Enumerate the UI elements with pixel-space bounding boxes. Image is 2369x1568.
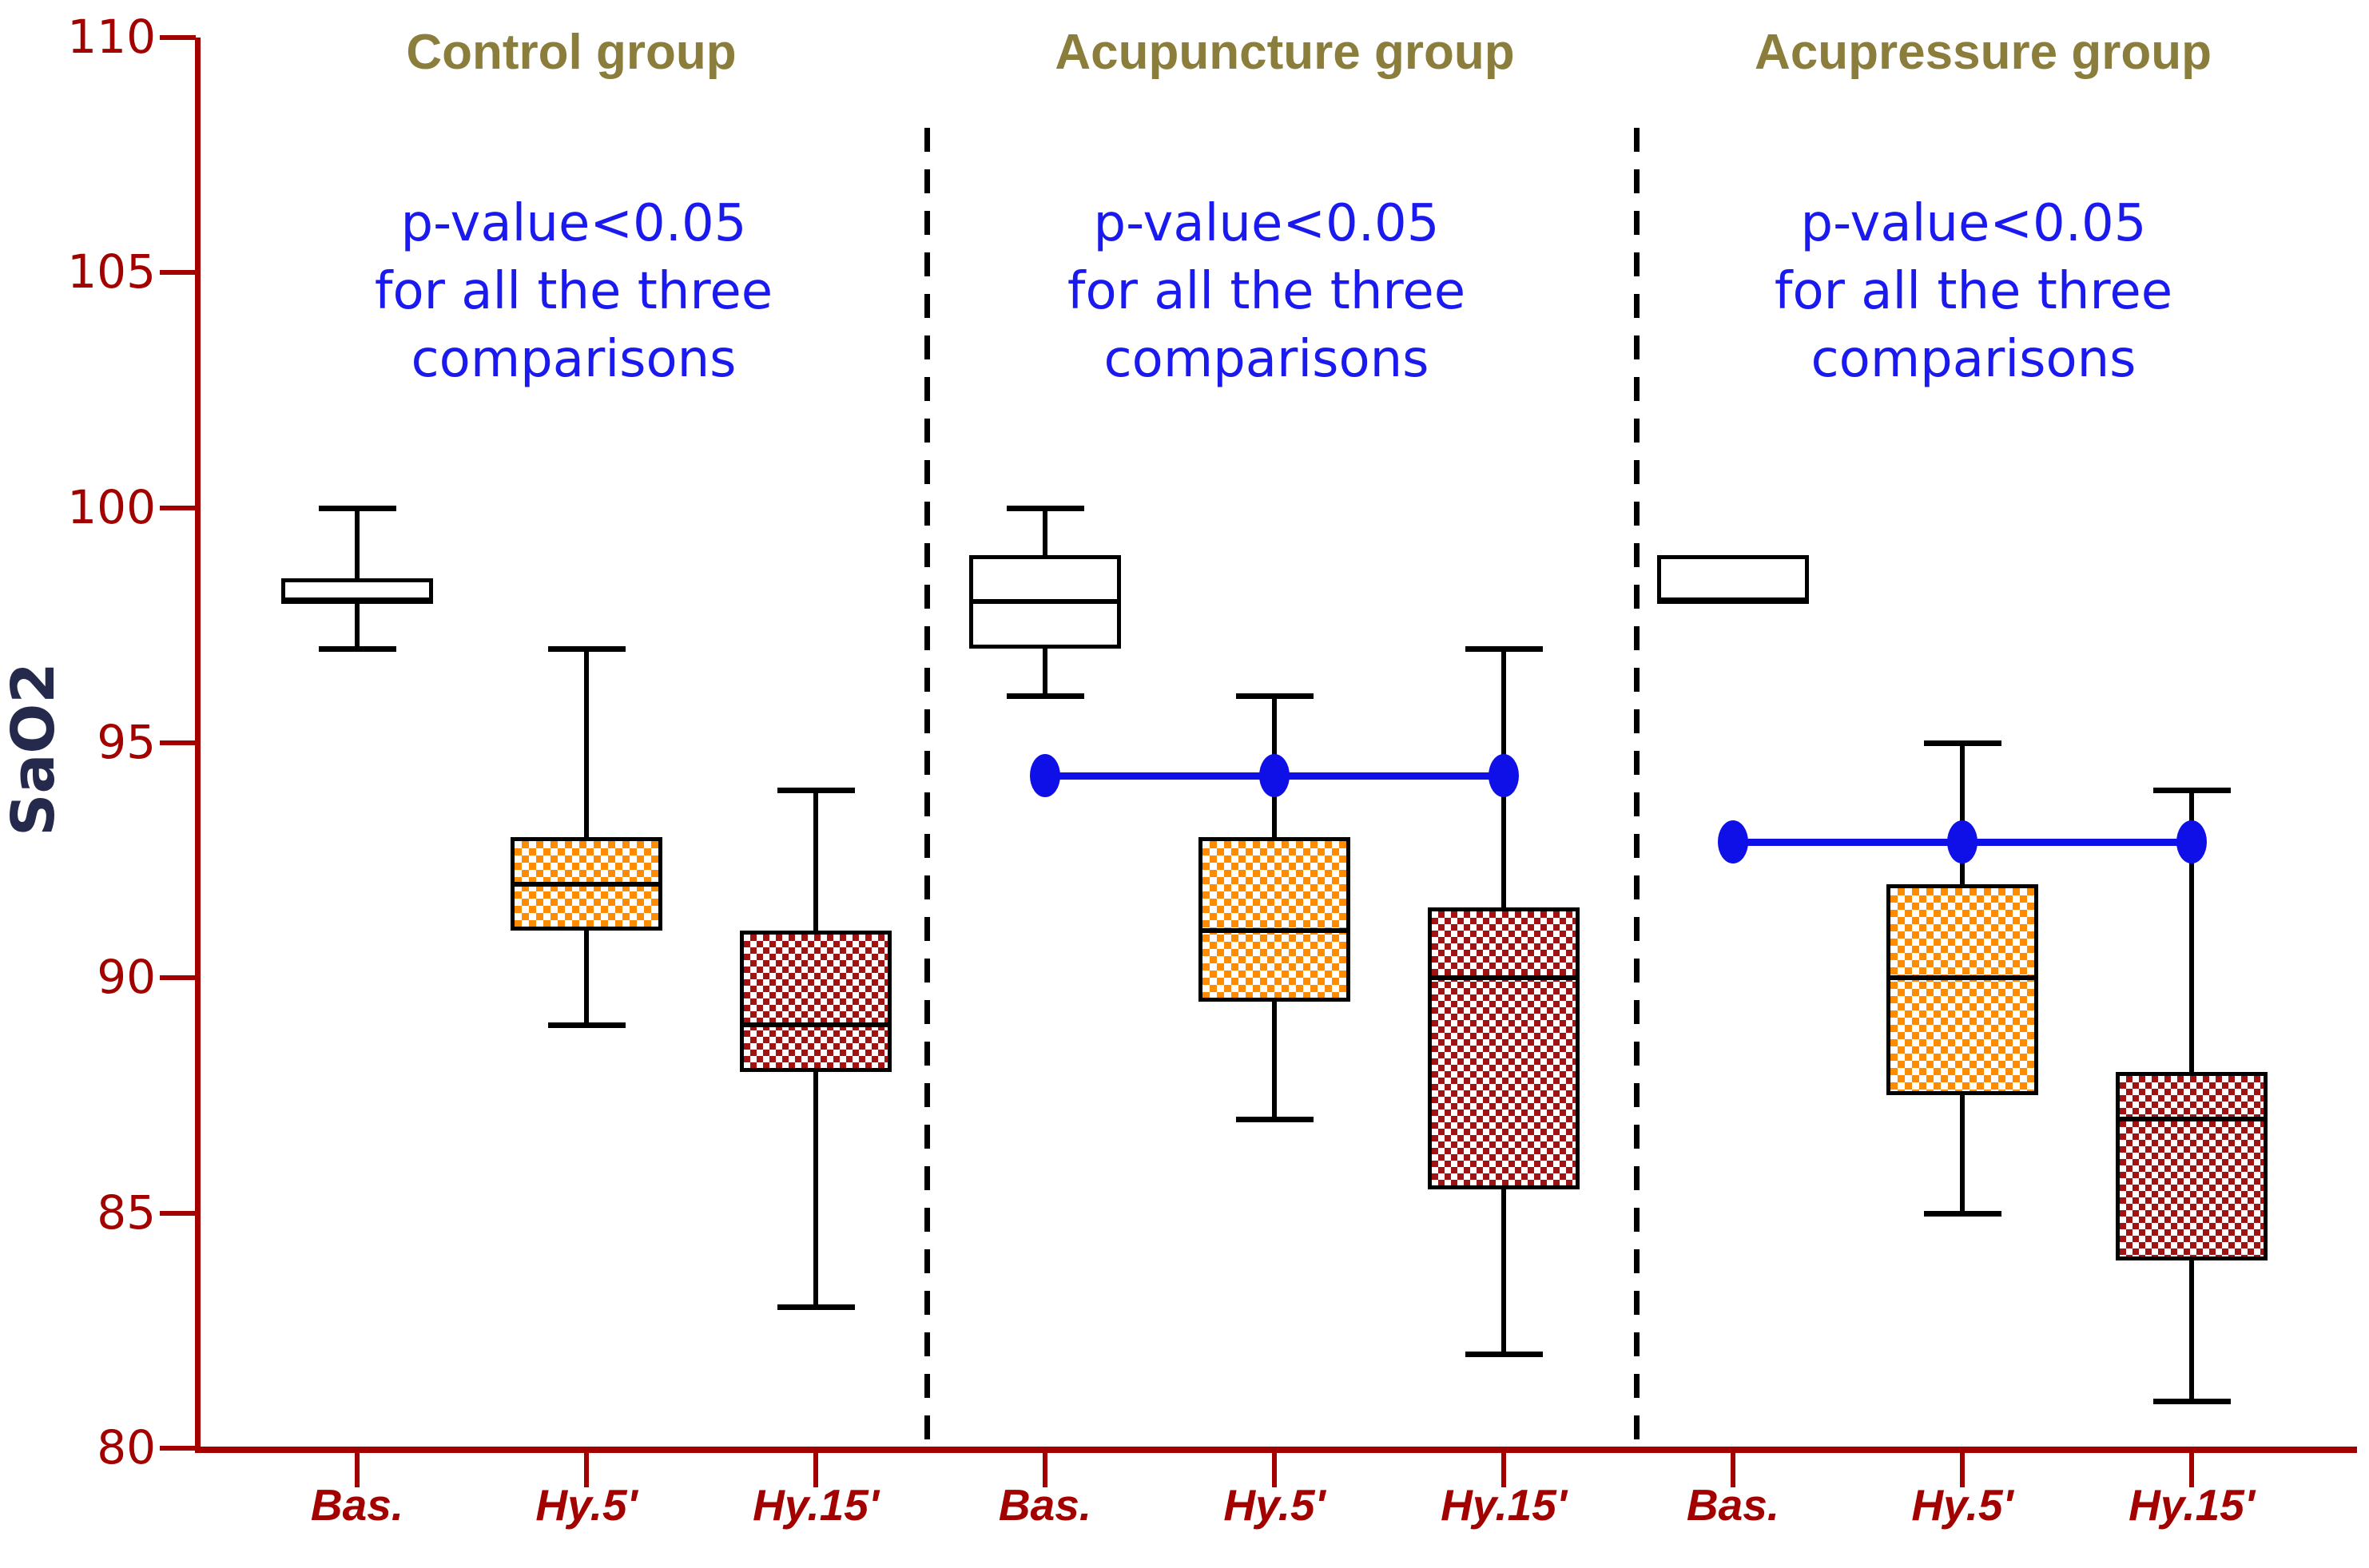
x-tick-label: Hy.5' [1223,1480,1326,1530]
panel-separator [924,128,930,1445]
whisker-cap [318,646,396,653]
y-tick [160,35,196,40]
box [740,931,892,1073]
significance-dot [1489,754,1519,798]
significance-dot [1259,754,1290,798]
p-value-annotation: comparisons [411,330,737,389]
whisker-cap [1235,693,1314,700]
x-tick [1043,1451,1047,1487]
x-tick-label: Hy.15' [1441,1480,1567,1530]
box [1198,836,1350,1002]
box [1428,907,1580,1190]
panel-separator [1634,128,1640,1445]
x-axis-line [195,1447,2357,1453]
p-value-annotation: comparisons [1103,330,1429,389]
x-tick [1731,1451,1735,1487]
box [1657,554,1809,602]
median-line [1657,599,1809,605]
y-tick-label: 85 [97,1185,156,1240]
x-tick [355,1451,360,1487]
p-value-annotation: p-value<0.05 [400,194,747,253]
significance-dot [1718,820,1748,863]
p-value-annotation: for all the three [1067,262,1466,321]
median-line [2116,1116,2268,1121]
whisker-cap [1006,693,1084,700]
p-value-annotation: p-value<0.05 [1800,194,2147,253]
whisker-cap [1006,505,1084,511]
significance-dot [2176,820,2207,863]
x-tick-label: Hy.5' [535,1480,638,1530]
whisker-cap [547,646,626,653]
x-tick [2189,1451,2194,1487]
median-line [281,599,433,605]
whisker-cap [2152,1399,2231,1405]
significance-dot [1030,754,1060,798]
x-tick-label: Hy.15' [753,1480,879,1530]
p-value-annotation: for all the three [1774,262,2173,321]
median-line [969,599,1121,605]
x-tick-label: Hy.5' [1911,1480,2013,1530]
y-tick [160,975,196,981]
median-line [1198,928,1350,934]
whisker-cap [318,505,396,511]
box [281,578,433,602]
whisker-cap [1923,1210,2001,1217]
whisker-cap [1465,646,1543,653]
y-tick-label: 105 [67,244,156,300]
whisker-cap [1235,1116,1314,1122]
y-tick-label: 80 [97,1420,156,1475]
y-axis-title: SaO2 [0,662,68,836]
y-axis-line [195,38,201,1451]
whisker-cap [777,1304,855,1311]
x-tick-label: Bas. [310,1480,404,1530]
y-tick-label: 100 [67,479,156,534]
y-tick-label: 110 [67,10,156,64]
y-tick [160,505,196,510]
group-title: Control group [406,25,737,80]
box [2116,1072,2268,1260]
whisker-cap [1923,740,2001,746]
whisker-cap [777,787,855,793]
y-tick [160,270,196,276]
median-line [1886,975,2038,981]
whisker-cap [547,1022,626,1029]
significance-dot [1947,820,1977,863]
y-tick [160,740,196,745]
median-line [740,1022,892,1028]
y-tick [160,1446,196,1451]
median-line [511,881,662,887]
y-tick [160,1210,196,1216]
x-tick [813,1451,818,1487]
x-tick [584,1451,589,1487]
x-tick [1960,1451,1965,1487]
whisker-cap [1465,1352,1543,1358]
x-tick [1272,1451,1277,1487]
y-tick-label: 90 [97,950,156,1005]
x-tick-label: Bas. [1686,1480,1780,1530]
p-value-annotation: comparisons [1811,330,2136,389]
p-value-annotation: p-value<0.05 [1093,194,1440,253]
p-value-annotation: for all the three [374,262,773,321]
whisker-cap [2152,787,2231,793]
x-tick-label: Hy.15' [2129,1480,2255,1530]
median-line [1428,975,1580,981]
y-tick-label: 95 [97,715,156,769]
x-tick [1501,1451,1506,1487]
box [1886,883,2038,1096]
x-tick-label: Bas. [998,1480,1092,1530]
group-title: Acupuncture group [1055,25,1515,80]
group-title: Acupressure group [1755,25,2212,80]
